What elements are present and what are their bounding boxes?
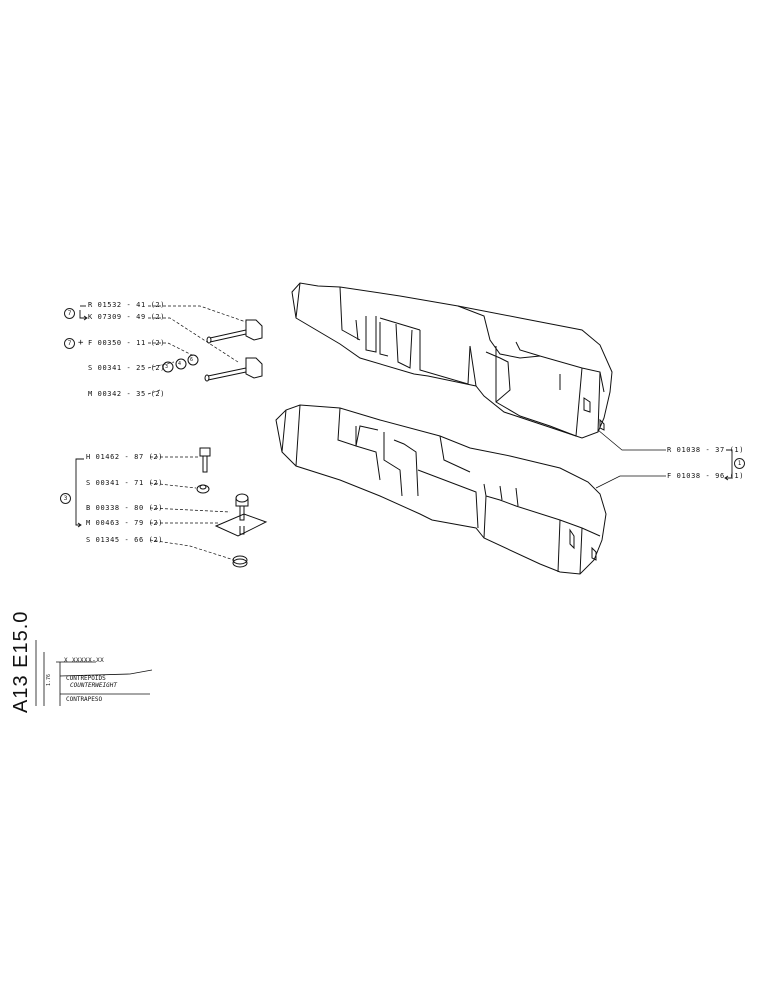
callout-circle-3: 3 <box>60 493 71 504</box>
title-box-line3: CONTRAPESO <box>66 696 103 703</box>
title-box-code: X XXXXX-XX <box>64 657 105 664</box>
leader-lines <box>147 305 247 561</box>
plate-with-stud <box>214 493 268 537</box>
title-box-line2: COUNTERWEIGHT <box>70 682 117 689</box>
part-label-m00463: M 00463 - 79 (2) <box>86 519 164 527</box>
upper-eye-bolt <box>206 319 263 344</box>
bracket-r01038 <box>724 449 733 481</box>
nut-callout: 3 <box>165 364 169 370</box>
part-label-s00341-71: S 00341 - 71 (2) <box>86 479 164 487</box>
upper-counterweight <box>291 282 613 439</box>
plus-sign: + <box>78 338 85 348</box>
round-nut <box>232 555 248 568</box>
callout-circle-7a: 7 <box>64 308 75 319</box>
lower-eye-bolt <box>204 357 263 382</box>
hex-nut-small <box>196 484 210 494</box>
nut-washer-stack <box>162 354 199 373</box>
part-label-f01038: F 01038 - 96 (1) <box>667 472 745 480</box>
part-label-h01462: H 01462 - 87 (2) <box>86 453 164 461</box>
hex-bolt <box>199 447 211 473</box>
part-label-f00350: F 00350 - 11 (2) <box>88 339 166 347</box>
title-box-frame <box>43 652 153 706</box>
leader-lines-solid <box>595 429 666 489</box>
drawing-number-text: A13 E15.0 <box>10 610 32 713</box>
part-label-k07309: K 07309 - 49 (2) <box>88 313 166 321</box>
washer-callout: 4 <box>178 361 182 367</box>
part-label-b00338: B 00338 - 80 (2) <box>86 504 164 512</box>
part-label-s00341-25: S 00341 - 25 (2) <box>88 364 166 372</box>
title-box-line1: CONTREPOIDS <box>66 675 106 682</box>
spacer-callout: 6 <box>190 357 194 363</box>
callout-circle-1: 1 <box>734 458 745 469</box>
lower-counterweight <box>275 404 607 575</box>
part-label-r01038: R 01038 - 37 (1) <box>667 446 745 454</box>
drawing-number: A13 E15.0 <box>6 608 36 718</box>
part-label-s01345: S 01345 - 66 (2) <box>86 536 164 544</box>
callout-circle-7b: 7 <box>64 338 75 349</box>
bracket-h01462 <box>75 458 84 528</box>
part-label-r01532: R 01532 - 41 (2) <box>88 301 166 309</box>
bracket-r01532 <box>79 305 88 321</box>
title-box-mark: 1.76 <box>46 673 52 686</box>
part-label-m00342: M 00342 - 35 (2) <box>88 390 166 398</box>
